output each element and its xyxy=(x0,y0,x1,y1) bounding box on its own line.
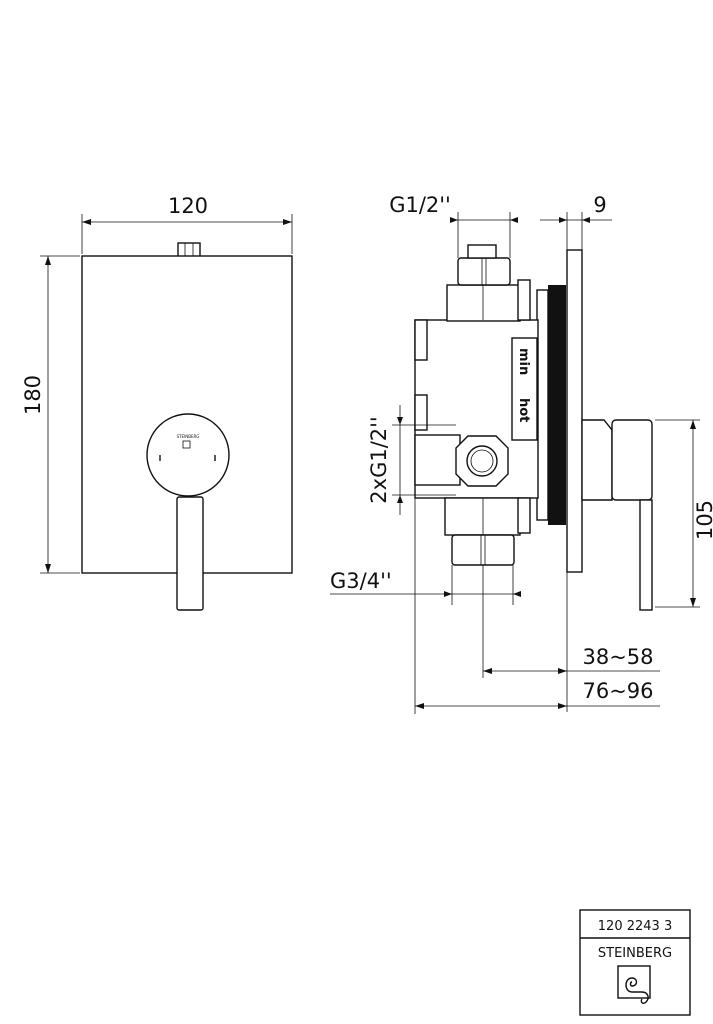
title-block: 120 2243 3 STEINBERG xyxy=(579,909,691,1016)
side-port-hex xyxy=(455,435,509,487)
label-box xyxy=(511,337,538,441)
article-number: 120 2243 3 xyxy=(598,919,672,934)
thread-section xyxy=(548,285,566,525)
marking-hot: hot xyxy=(516,398,531,422)
plate-label: 9 xyxy=(593,193,606,217)
top-cap xyxy=(177,242,201,258)
brand-mark: STEINBERG xyxy=(177,434,200,439)
depth-inner-label: 38~58 xyxy=(582,645,653,669)
depth-outer-label: 76~96 xyxy=(582,679,653,703)
inlet-top-label: G1/2'' xyxy=(389,193,451,217)
handle-lever xyxy=(639,499,653,611)
side-ports-label: 2xG1/2'' xyxy=(367,416,391,503)
handle-body xyxy=(581,419,613,501)
marking-min: min xyxy=(516,348,531,375)
front-view: STEINBERG 120 180 xyxy=(21,194,293,611)
width-label: 120 xyxy=(168,194,208,218)
handle-rosette xyxy=(146,413,230,497)
brand-logo-icon xyxy=(617,965,651,1004)
handle-height-label: 105 xyxy=(693,500,713,540)
bottom-nut xyxy=(451,534,515,566)
brand-name: STEINBERG xyxy=(598,946,672,961)
mounting-plate xyxy=(566,249,583,573)
height-label: 180 xyxy=(21,375,45,415)
top-nut xyxy=(457,257,511,286)
side-view: min hot G1/2'' 9 2 xyxy=(330,193,713,714)
outlet-label: G3/4'' xyxy=(330,569,392,593)
lever-handle xyxy=(176,496,204,611)
